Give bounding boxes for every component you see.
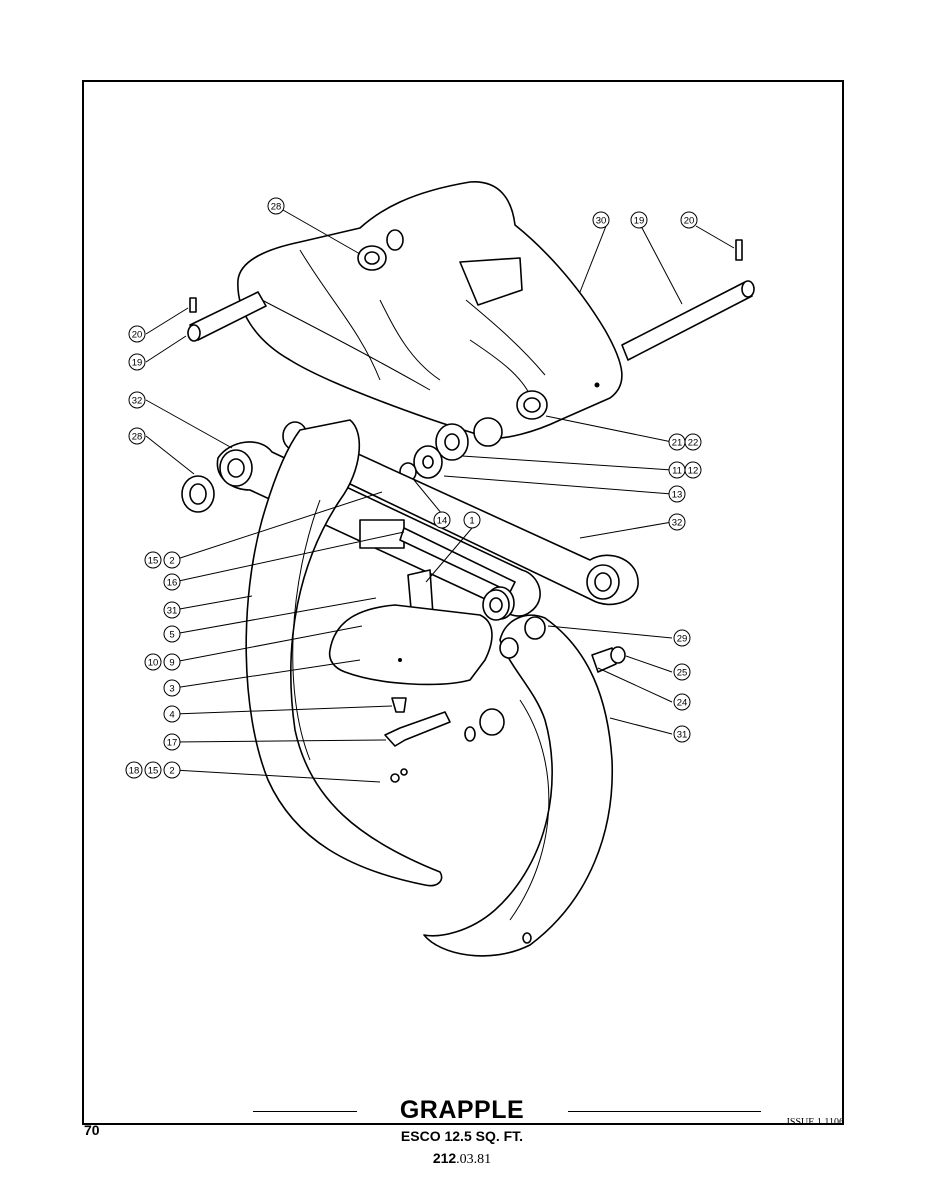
callout-19: 17 (163, 733, 181, 751)
callout-label: 2 (169, 556, 174, 567)
callout-label: 19 (132, 358, 143, 369)
callout-10: 10 (144, 653, 162, 671)
callout-label: 24 (677, 698, 688, 709)
callout-25: 25 (673, 663, 691, 681)
callout-15: 15 (144, 761, 162, 779)
callout-label: 25 (677, 668, 688, 679)
callout-label: 11 (672, 466, 682, 477)
callout-24: 24 (673, 693, 691, 711)
callout-label: 30 (596, 216, 607, 227)
callout-label: 32 (132, 396, 143, 407)
pivot-pin-24-25-drawing (464, 646, 626, 742)
callout-label: 16 (167, 578, 178, 589)
callout-9: 9 (163, 653, 181, 671)
callout-1: 1 (463, 511, 481, 529)
issue-label: ISSUE 1 1106 (786, 1117, 844, 1128)
drawing-frame (82, 80, 844, 1125)
callout-label: 10 (148, 658, 159, 669)
bushing-28-drawing (181, 475, 215, 513)
callout-3: 3 (163, 679, 181, 697)
callout-31: 31 (163, 601, 181, 619)
callout-label: 29 (677, 634, 688, 645)
callout-32: 32 (128, 391, 146, 409)
title-rule-right (568, 1111, 761, 1112)
callout-26: 28 (267, 197, 285, 215)
page-number: 70 (84, 1122, 100, 1138)
callout-22: 22 (684, 433, 702, 451)
callout-label: 15 (148, 556, 159, 567)
callout-label: 1 (469, 516, 474, 527)
valve-and-plate-drawing (328, 569, 493, 783)
callout-label: 3 (169, 684, 174, 695)
part-number-suffix: .03.81 (456, 1152, 492, 1167)
leader-lines (145, 209, 735, 783)
callout-13: 13 (668, 485, 686, 503)
callout-12: 12 (684, 461, 702, 479)
bushing-29-drawing (482, 589, 510, 621)
callout-label: 5 (169, 630, 174, 641)
callout-label: 9 (169, 658, 174, 669)
pin-17-right-drawing (621, 239, 755, 361)
callout-label: 31 (677, 730, 688, 741)
callout-label: 15 (148, 766, 159, 777)
callout-label-28: 28 (132, 432, 143, 443)
page-title: GRAPPLE (399, 1096, 525, 1124)
callout-label: 20 (132, 330, 143, 341)
callout-15: 15 (144, 551, 162, 569)
page-subtitle: ESCO 12.5 SQ. FT. (400, 1128, 524, 1144)
pin-17-left-drawing (187, 291, 267, 342)
callout-17: 19 (630, 211, 648, 229)
callout-label: 31 (167, 606, 178, 617)
callout-11: 11 (668, 461, 686, 479)
callout-30: 30 (592, 211, 610, 229)
callout-14: 14 (433, 511, 451, 529)
tine-left-drawing (245, 419, 443, 887)
callout-31: 31 (673, 725, 691, 743)
callout-32: 32 (668, 513, 686, 531)
callout-2: 2 (163, 551, 181, 569)
callout-21: 21 (668, 433, 686, 451)
callout-label: 12 (688, 466, 699, 477)
callout-label: 19 (634, 216, 645, 227)
callout-label: 13 (672, 490, 683, 501)
callout-label: 17 (167, 738, 178, 749)
callout-label: 2 (169, 766, 174, 777)
callout-label: 21 (672, 438, 683, 449)
callout-label: 20 (684, 216, 695, 227)
callout-5: 5 (163, 625, 181, 643)
callout-29: 29 (673, 629, 691, 647)
callout-label: 4 (169, 710, 174, 721)
tine-right-drawing (423, 614, 614, 957)
callout-2: 2 (163, 761, 181, 779)
callout-17: 19 (128, 353, 146, 371)
part-number: 212.03.81 (362, 1150, 562, 1168)
callout-20: 18 (125, 761, 143, 779)
callout-label: 18 (129, 766, 140, 777)
callout-label: 14 (437, 516, 448, 527)
callout-18: 20 (128, 325, 146, 343)
callout-4: 4 (163, 705, 181, 723)
callout-18: 20 (680, 211, 698, 229)
callout-label: 22 (688, 438, 699, 449)
part-number-prefix: 212 (432, 1150, 457, 1166)
grapple-frame-drawing (237, 181, 623, 447)
title-rule-left (253, 1111, 357, 1112)
callout-label: 32 (672, 518, 683, 529)
callout-28: 28 (128, 427, 146, 445)
callout-16: 16 (163, 573, 181, 591)
callout-label: 28 (271, 202, 282, 213)
